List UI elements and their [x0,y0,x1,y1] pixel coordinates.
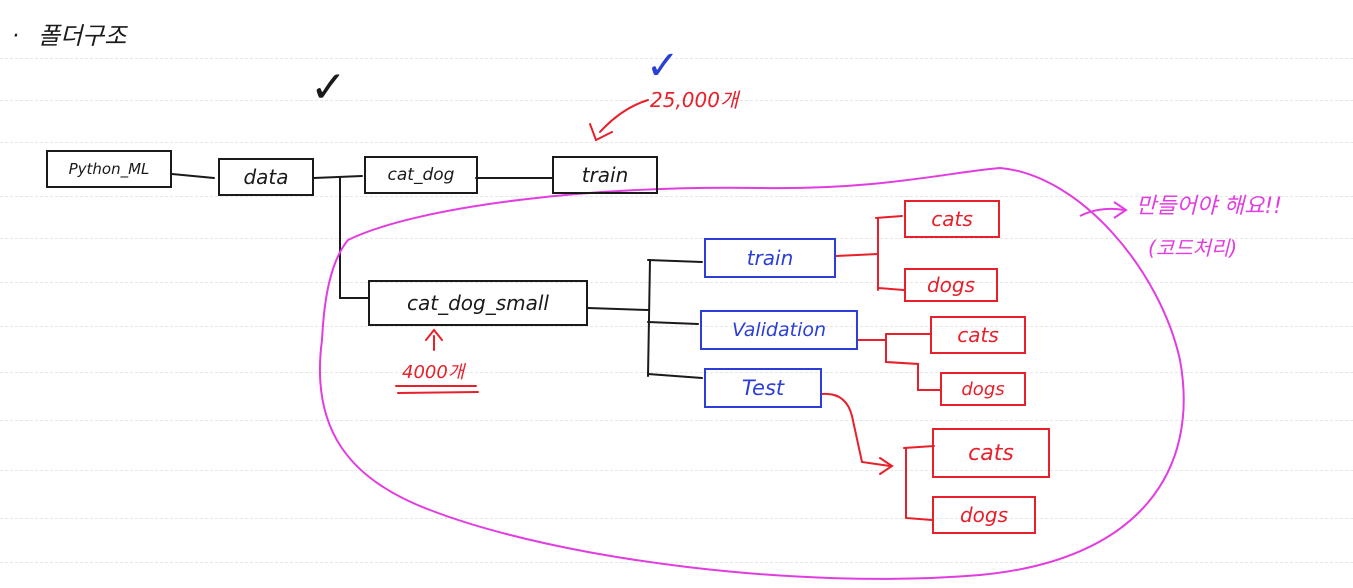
folder-train-sub: train [704,238,836,278]
magenta-arrow [1079,207,1125,217]
red-connectors [395,99,941,521]
folder-label: dogs [926,273,976,297]
folder-label: dogs [959,503,1009,527]
note-line-2: (코드처리) [1148,236,1238,260]
folder-test: Test [704,368,822,408]
folder-label: dogs [961,378,1005,400]
train-count-annotation: 25,000개 [650,88,739,112]
magenta-enclosure [318,166,1185,580]
ruled-line [0,326,1353,327]
check-icon: ✓ [310,62,347,113]
ruled-line [0,282,1353,283]
folder-test-cats: cats [932,428,1050,478]
page-title: 폴더구조 [38,22,127,50]
ruled-line [0,518,1353,519]
ruled-line [0,196,1353,197]
folder-train-dogs: dogs [904,268,998,302]
black-connectors [171,173,703,379]
folder-label: cats [931,207,973,231]
ruled-line [0,100,1353,101]
ruled-line [0,142,1353,143]
folder-cat-dog: cat_dog [364,156,478,194]
folder-test-dogs: dogs [932,496,1036,534]
folder-validation-cats: cats [930,316,1026,354]
ruled-line [0,562,1353,563]
folder-validation: Validation [700,310,858,350]
folder-label: cat_dog [387,165,455,185]
folder-data: data [218,158,314,196]
folder-label: Validation [731,319,827,341]
folder-validation-dogs: dogs [940,372,1026,406]
note-line-1: 만들어야 해요!! [1136,194,1283,219]
folder-label: train [746,246,794,270]
folder-cat-dog-small: cat_dog_small [368,280,588,326]
folder-label: cat_dog_small [407,291,549,315]
folder-label: Test [741,376,785,400]
folder-label: data [243,165,289,189]
ruled-line [0,58,1353,59]
ruled-line [0,372,1353,373]
ruled-line [0,470,1353,471]
magenta-arrow-head [1113,201,1128,219]
ruled-line [0,420,1353,421]
ruled-line [0,238,1353,239]
folder-label: Python_ML [68,160,150,178]
small-count-annotation: 4000개 [402,362,465,383]
folder-label: train [581,163,629,187]
check-icon: ✓ [646,43,680,89]
folder-train-cats: cats [904,200,1000,238]
folder-label: cats [957,323,999,347]
folder-python-ml: Python_ML [46,150,172,188]
bullet: · [12,24,19,49]
folder-train: train [552,156,658,194]
folder-label: cats [968,440,1014,466]
